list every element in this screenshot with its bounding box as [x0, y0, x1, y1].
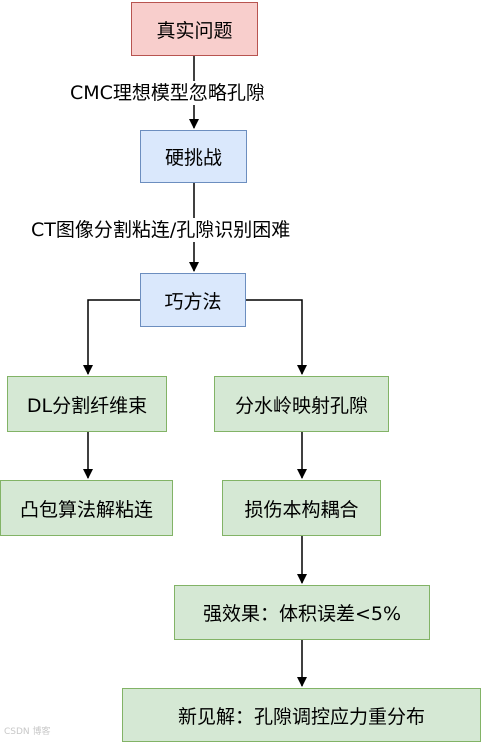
node-watershed[interactable]: 分水岭映射孔隙	[214, 376, 389, 432]
node-convex-hull[interactable]: 凸包算法解粘连	[0, 480, 173, 536]
node-dl-segmentation[interactable]: DL分割纤维束	[7, 376, 167, 432]
edge-label-ct-difficulty: CT图像分割粘连/孔隙识别困难	[29, 218, 293, 242]
edge-label-cmc-model: CMC理想模型忽略孔隙	[68, 81, 267, 105]
node-new-insight[interactable]: 新见解：孔隙调控应力重分布	[122, 688, 481, 742]
node-real-problem[interactable]: 真实问题	[131, 2, 258, 56]
node-hard-challenge[interactable]: 硬挑战	[140, 130, 247, 183]
node-damage-coupling[interactable]: 损伤本构耦合	[222, 480, 381, 536]
node-strong-effect[interactable]: 强效果：体积误差<5%	[174, 585, 430, 640]
node-clever-method[interactable]: 巧方法	[140, 273, 246, 327]
arrow-method-to-watershed	[246, 299, 307, 375]
watermark: CSDN 博客	[4, 727, 51, 737]
arrow-method-to-dl	[83, 299, 140, 375]
